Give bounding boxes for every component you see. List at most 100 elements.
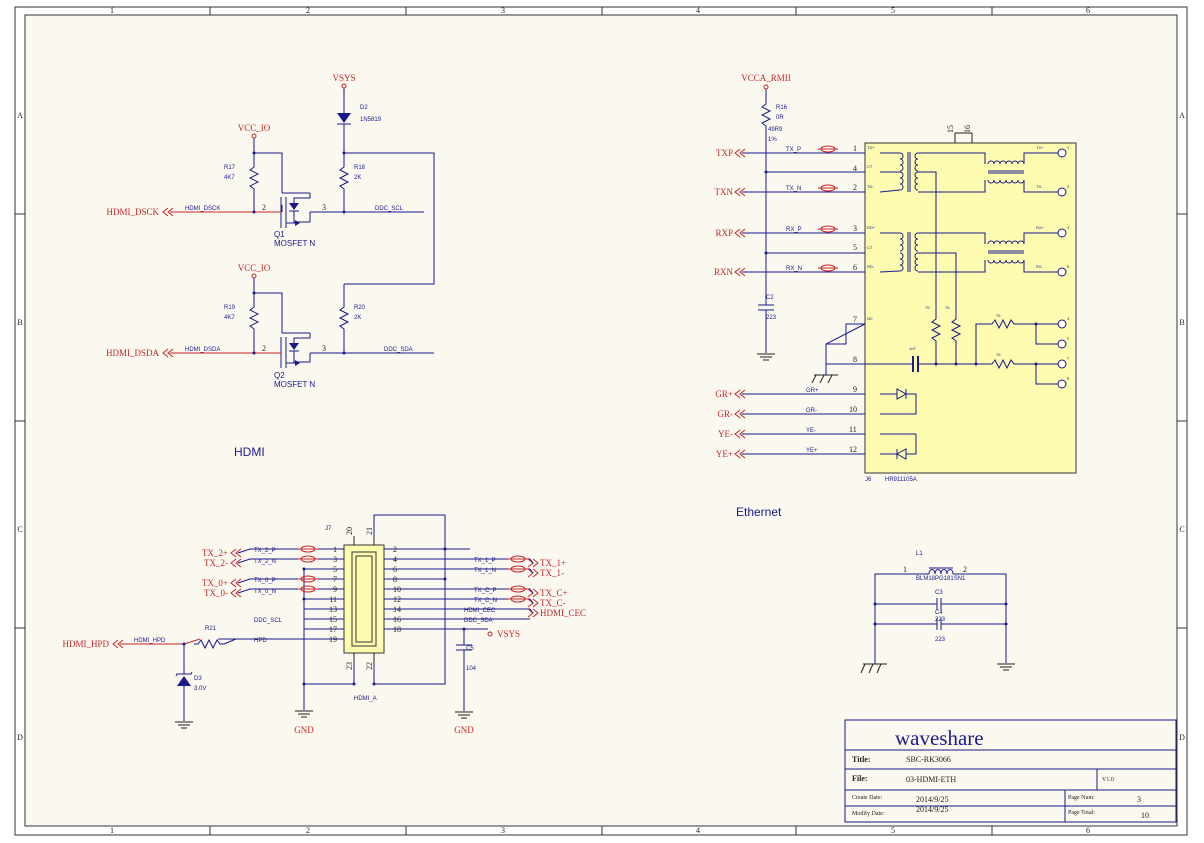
col-1-bottom: 1 <box>110 826 114 835</box>
modify-date: 2014/9/25 <box>916 805 948 814</box>
row-c-right: C <box>1179 525 1184 534</box>
net-ye-plus: YE+ <box>806 448 818 454</box>
l1-pin-1: 1 <box>903 565 907 574</box>
q1-pin-g: 2 <box>262 203 266 212</box>
page-num-label: Page Num: <box>1068 795 1095 801</box>
net-tx2-p: TX_2_P <box>254 548 276 554</box>
row-a: A <box>17 111 23 120</box>
net-ddc-sda: DDC_SDA <box>384 347 413 353</box>
row-a-right: A <box>1179 111 1185 120</box>
r17-ref: R17 <box>224 165 236 171</box>
ethernet-section: VCCA_RMII R16 0R 49R9 1% C2 223 J6 HR911… <box>714 73 1077 519</box>
r16-extra-2: 1% <box>768 137 777 143</box>
port-txc-plus: TX_C+ <box>540 588 568 598</box>
rj-pin-8: 8 <box>1067 376 1069 381</box>
port-ye-minus: YE- <box>718 429 733 439</box>
port-tx2-plus: TX_2+ <box>202 548 228 558</box>
row-d: D <box>17 733 23 742</box>
col-2: 2 <box>306 6 310 15</box>
j7-pin-16: 16 <box>393 615 401 624</box>
col-6: 6 <box>1086 6 1090 15</box>
j7-pin-1: 1 <box>333 545 337 554</box>
cap-1nf: 1nF <box>909 346 916 351</box>
port-hdmi-hpd: HDMI_HPD <box>62 639 109 649</box>
l1-value: BLM18PG181SN1 <box>916 576 966 582</box>
col-6-bottom: 6 <box>1086 826 1090 835</box>
gnd-1: GND <box>294 725 314 735</box>
rj-pin-4: 4 <box>1067 316 1069 321</box>
r75-c: 75 <box>996 313 1001 318</box>
c4-ref: C4 <box>935 610 943 616</box>
version: V1.0 <box>1102 777 1114 783</box>
r21-ref: R21 <box>205 626 217 632</box>
row-b: B <box>17 318 22 327</box>
port-tx1-plus: TX_1+ <box>540 558 566 568</box>
eth-pin-8: 8 <box>853 355 857 364</box>
q2-pin-g: 2 <box>262 344 266 353</box>
r18-ref: R18 <box>354 165 366 171</box>
j6-pin-15: 15 <box>946 125 955 133</box>
net-txc-n: TX_C_N <box>474 598 497 604</box>
q1-value: MOSFET N <box>274 239 315 248</box>
j7-ref: J7 <box>325 526 332 532</box>
c5-ref: C5 <box>466 646 474 652</box>
eth-pin-1: 1 <box>853 144 857 153</box>
rj-pin-6: 6 <box>1067 264 1069 269</box>
r75-b: 75 <box>945 305 950 310</box>
ferrite-filter: L1 1 2 BLM18PG181SN1 C3 223 C4 223 <box>860 551 1016 674</box>
j7-pin-22: 22 <box>365 662 374 670</box>
frame-ticks <box>15 7 1187 835</box>
rj-pin-2: 2 <box>1067 184 1069 189</box>
inner-rd-plus: RD+ <box>867 225 876 230</box>
rj-pin-1: 1 <box>1067 145 1069 150</box>
page-num: 3 <box>1137 795 1141 804</box>
port-txc-minus: TX_C- <box>540 598 566 608</box>
title-label: Title: <box>852 755 871 764</box>
eth-pin-5: 5 <box>853 243 857 252</box>
rj-pin-3: 3 <box>1067 225 1069 230</box>
inner-ct2: CT <box>867 245 873 250</box>
r19-value: 4K7 <box>224 315 235 321</box>
net-hdmi-cec-j7: HDMI_CEC <box>464 608 496 614</box>
j7-pin-8: 8 <box>393 575 397 584</box>
page-total: 10 <box>1141 811 1149 820</box>
net-hpd: HPD <box>254 638 267 644</box>
net-tx-p: TX_P <box>786 147 801 153</box>
j6-value: HR911105A <box>885 477 917 483</box>
j7-pin-12: 12 <box>393 595 401 604</box>
net-tx0-p: TX_0_P <box>254 578 276 584</box>
net-hdmi-dsck: HDMI_DSCK <box>185 206 220 212</box>
net-txc-p: TX_C_P <box>474 588 497 594</box>
j7-pin-10: 10 <box>393 585 401 594</box>
eth-pin-9: 9 <box>853 385 857 394</box>
create-date: 2014/9/25 <box>916 795 948 804</box>
net-tx2-n: TX_2_N <box>254 559 276 565</box>
j7-pin-2: 2 <box>393 545 397 554</box>
port-tx0-minus: TX_0- <box>204 588 228 598</box>
col-5-bottom: 5 <box>891 826 895 835</box>
create-label: Create Date: <box>852 795 882 801</box>
port-tx2-minus: TX_2- <box>204 558 228 568</box>
port-ye-plus: YE+ <box>716 449 733 459</box>
q2-pin-d: 3 <box>322 344 326 353</box>
col-2-bottom: 2 <box>306 826 310 835</box>
inner-rx-plus: RX+ <box>1036 225 1045 230</box>
hdmi-level-shifter: VSYS D2 1N5819 VCC_IO R17 4K7 R18 2K <box>106 73 435 459</box>
file-value: 03-HDMI-ETH <box>906 775 956 784</box>
page-total-label: Page Total: <box>1068 810 1095 816</box>
col-3: 3 <box>501 6 505 15</box>
eth-pin-2: 2 <box>853 183 857 192</box>
eth-pin-12: 12 <box>849 445 857 454</box>
inner-nc: NC <box>867 316 873 321</box>
row-d-right: D <box>1179 733 1185 742</box>
port-txp: TXP <box>716 148 733 158</box>
col-4-bottom: 4 <box>696 826 700 835</box>
net-rx-n: RX_N <box>786 266 802 272</box>
inner-tx-plus: TX+ <box>1036 145 1044 150</box>
inner-td-plus: TD+ <box>867 145 875 150</box>
hdmi-connector: J7 20 21 23 22 HDMI_A 1 3 5 7 9 11 13 15 <box>62 514 586 735</box>
r19-ref: R19 <box>224 305 236 311</box>
inner-tx-minus: TX- <box>1036 184 1043 189</box>
j7-pin-6: 6 <box>393 565 397 574</box>
